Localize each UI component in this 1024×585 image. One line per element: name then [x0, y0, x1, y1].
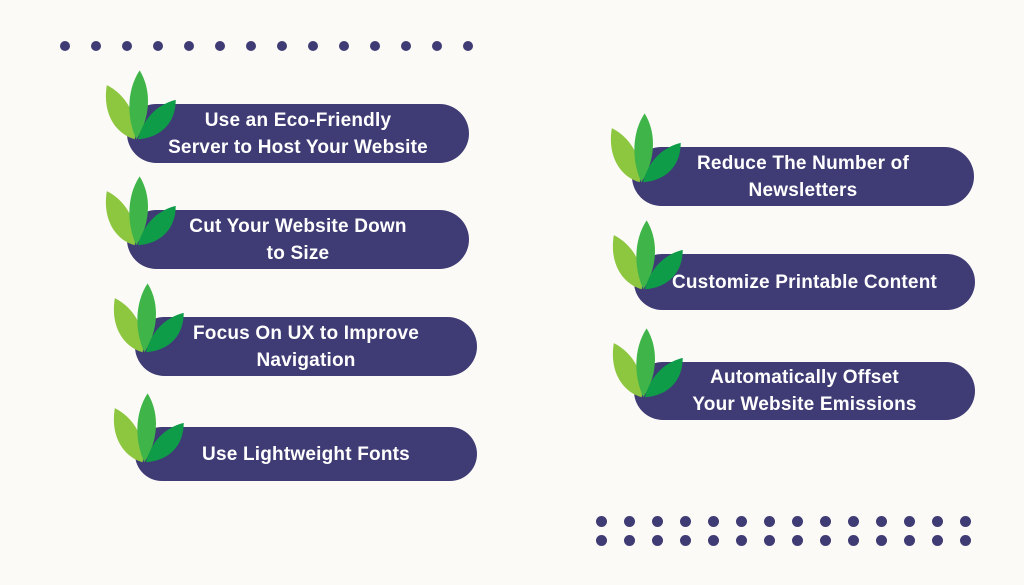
dot [960, 516, 971, 527]
dot [820, 516, 831, 527]
tip-line: Reduce The Number of [697, 152, 909, 174]
dot [764, 516, 775, 527]
tip-text: Reduce The Number of Newsletters [679, 150, 927, 204]
dot [652, 535, 663, 546]
tip-line: Use Lightweight Fonts [202, 443, 410, 465]
bottom-dots [596, 516, 971, 546]
tip-line: Focus On UX to Improve [192, 322, 420, 344]
top-dots [60, 41, 473, 51]
leaf-icon [105, 390, 187, 464]
leaf-icon [97, 173, 179, 247]
tip-line: Navigation [256, 349, 356, 371]
dot [184, 41, 194, 51]
dot [904, 516, 915, 527]
dot [370, 41, 380, 51]
tip-text: Customize Printable Content [654, 269, 955, 296]
dot [401, 41, 411, 51]
tip-line: Server to Host Your Website [168, 136, 428, 158]
dot [876, 535, 887, 546]
tip-line: Use an Eco-Friendly [204, 109, 392, 131]
tip-line: Your Website Emissions [692, 394, 917, 415]
dot [680, 516, 691, 527]
dot [596, 516, 607, 527]
dot [153, 41, 163, 51]
dot [60, 41, 70, 51]
tip-line: Automatically Offset [710, 367, 899, 388]
leaf-icon [602, 110, 684, 184]
dot [624, 535, 635, 546]
dot [246, 41, 256, 51]
dot [736, 516, 747, 527]
dot [652, 516, 663, 527]
tip-text: Automatically Offset Your Website Emissi… [674, 364, 934, 418]
dot [932, 516, 943, 527]
dot [876, 516, 887, 527]
tip-line: Cut Your Website Down [189, 215, 407, 237]
tip-pill-offset-emissions: Automatically Offset Your Website Emissi… [612, 328, 975, 420]
dot [432, 41, 442, 51]
tip-line: to Size [266, 242, 330, 264]
dot [848, 535, 859, 546]
dot [960, 535, 971, 546]
dot [596, 535, 607, 546]
tip-text: Use an Eco-Friendly Server to Host Your … [150, 107, 446, 161]
dot [308, 41, 318, 51]
tip-text: Cut Your Website Down to Size [171, 213, 424, 267]
tip-text: Use Lightweight Fonts [184, 441, 428, 468]
dot [463, 41, 473, 51]
tip-pill-lightweight-fonts: Use Lightweight Fonts [113, 393, 477, 481]
dot [122, 41, 132, 51]
dot [91, 41, 101, 51]
dot [904, 535, 915, 546]
tip-text: Focus On UX to Improve Navigation [175, 320, 437, 374]
tip-pill-eco-friendly-server: Use an Eco-Friendly Server to Host Your … [105, 70, 469, 163]
dot [792, 516, 803, 527]
dot [215, 41, 225, 51]
dot [708, 516, 719, 527]
dot [736, 535, 747, 546]
dot [764, 535, 775, 546]
dot [932, 535, 943, 546]
dot [792, 535, 803, 546]
dot [708, 535, 719, 546]
dot [624, 516, 635, 527]
tip-pill-focus-on-ux: Focus On UX to Improve Navigation [113, 283, 477, 376]
tip-pill-cut-website-down: Cut Your Website Down to Size [105, 176, 469, 269]
tip-line: Newsletters [748, 179, 858, 201]
tip-line: Customize Printable Content [671, 271, 938, 293]
tip-pill-printable-content: Customize Printable Content [612, 220, 975, 310]
tip-pill-reduce-newsletters: Reduce The Number of Newsletters [610, 113, 974, 206]
dot [820, 535, 831, 546]
dot [680, 535, 691, 546]
dot [277, 41, 287, 51]
dot [848, 516, 859, 527]
dot [339, 41, 349, 51]
